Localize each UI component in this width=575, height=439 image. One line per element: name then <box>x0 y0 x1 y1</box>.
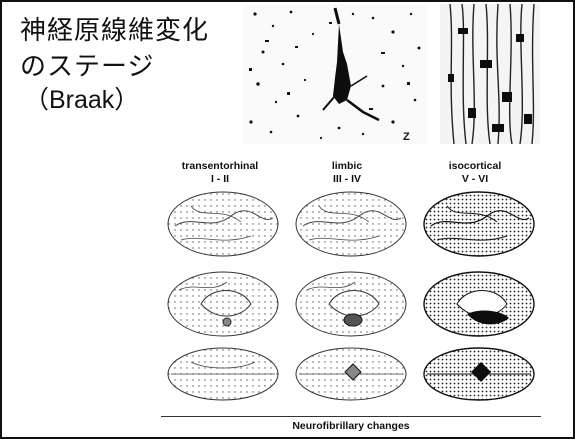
figure-caption: Neurofibrillary changes <box>161 420 541 432</box>
stage-label-isocortical: isocortical V - VI <box>420 160 530 185</box>
brain-medial-stage2 <box>296 272 406 336</box>
brain-lateral-stage3 <box>424 192 534 256</box>
svg-text:Z: Z <box>403 131 410 143</box>
micrograph-fibers <box>440 4 540 144</box>
stage-name: limbic <box>292 160 402 173</box>
stage-range: V - VI <box>420 173 530 186</box>
title-line-3: （Braak） <box>20 88 209 113</box>
stage-name: isocortical <box>420 160 530 173</box>
brain-ventral-stage3 <box>424 348 534 400</box>
title-line-1: 神経原線維変化 <box>20 18 209 44</box>
brain-lateral-stage2 <box>296 192 406 256</box>
stage-range: I - II <box>165 173 275 186</box>
brain-ventral-stage2 <box>296 348 406 400</box>
brain-medial-stage1 <box>168 272 278 336</box>
brain-lateral-stage1 <box>168 192 278 256</box>
stage-range: III - IV <box>292 173 402 186</box>
figure-caption-rule <box>161 416 541 417</box>
title-line-2: のステージ <box>20 54 209 80</box>
stage-label-limbic: limbic III - IV <box>292 160 402 185</box>
slide-title: 神経原線維変化 のステージ （Braak） <box>20 18 209 113</box>
stage-label-transentorhinal: transentorhinal I - II <box>165 160 275 185</box>
micrograph-neuron: Z <box>243 4 428 144</box>
brain-diagram-panel <box>161 186 541 416</box>
stage-name: transentorhinal <box>165 160 275 173</box>
brain-medial-stage3 <box>424 272 534 336</box>
brain-ventral-stage1 <box>168 348 278 400</box>
